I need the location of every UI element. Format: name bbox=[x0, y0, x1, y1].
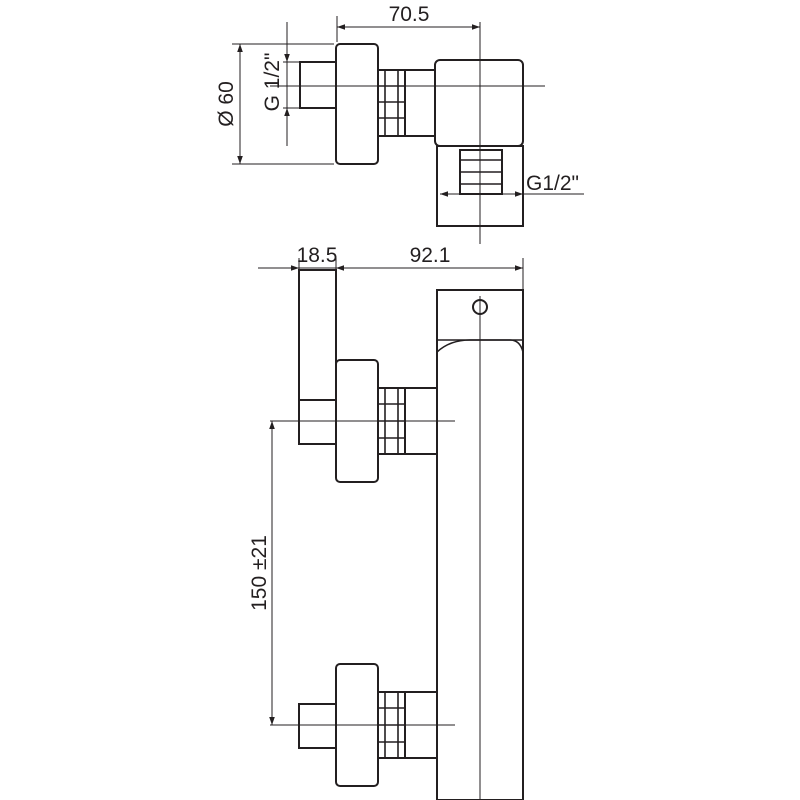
dim-label-thread-inlet: G 1/2" bbox=[261, 53, 284, 112]
top-valve-body bbox=[434, 59, 524, 147]
side-lower-pipe bbox=[298, 703, 337, 749]
top-view: 70.5 Ø 60 G 1/2" G1/2" bbox=[215, 3, 584, 244]
dim-label-150: 150 ±21 bbox=[248, 535, 271, 611]
dim-label-thread-outlet: G1/2" bbox=[526, 172, 579, 195]
dim-label-18-5: 18.5 bbox=[297, 244, 338, 267]
dim-label-92-1: 92.1 bbox=[410, 244, 451, 267]
side-view: 18.5 92.1 150 ±21 bbox=[248, 244, 524, 800]
dim-label-diameter: Ø 60 bbox=[215, 81, 238, 127]
top-nut bbox=[377, 69, 406, 137]
side-handle-edge bbox=[436, 339, 524, 353]
side-spacer bbox=[298, 269, 337, 401]
side-upper-pipe bbox=[298, 399, 337, 445]
top-connector bbox=[404, 69, 436, 137]
top-rosette bbox=[335, 43, 379, 165]
dim-label-70-5: 70.5 bbox=[389, 3, 430, 26]
top-inlet-pipe bbox=[299, 61, 337, 109]
